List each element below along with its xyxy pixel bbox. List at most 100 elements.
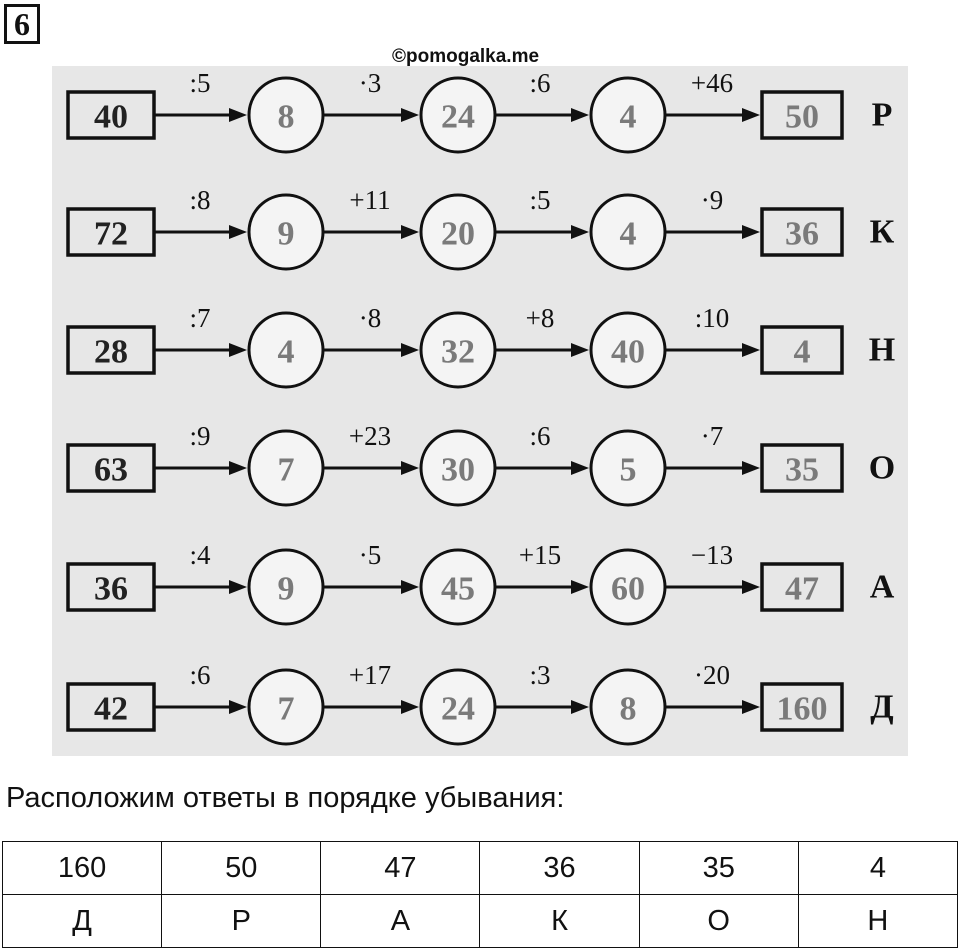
intermediate-value: 60 <box>611 571 645 608</box>
operation-label: ·3 <box>359 68 382 98</box>
arrow-head <box>742 225 760 239</box>
answer-numbers-row: 160 50 47 36 35 4 <box>1 841 959 895</box>
result-value: 160 <box>777 691 828 728</box>
answer-letter-cell: Д <box>1 894 163 948</box>
arrow-head <box>571 108 589 122</box>
result-box <box>760 682 844 732</box>
result-letter: Н <box>869 332 895 369</box>
answer-heading: Расположим ответы в порядке убывания: <box>6 782 565 814</box>
operation-label: +17 <box>349 660 391 690</box>
operation-label: :4 <box>189 540 211 570</box>
arrow-head <box>742 700 760 714</box>
intermediate-value: 4 <box>278 334 295 371</box>
result-box <box>760 443 844 493</box>
intermediate-value: 20 <box>441 216 475 253</box>
arrow-head <box>401 108 419 122</box>
start-number: 40 <box>94 99 128 136</box>
result-box <box>760 562 844 612</box>
answer-letter-cell: А <box>320 894 481 948</box>
arrow-head <box>571 225 589 239</box>
answer-letter-cell: О <box>638 894 799 948</box>
intermediate-value: 40 <box>611 334 645 371</box>
answer-number-cell: 35 <box>638 841 799 895</box>
start-number: 63 <box>94 452 128 489</box>
arrow-head <box>571 580 589 594</box>
answer-number-cell: 36 <box>479 841 640 895</box>
operation-label: :6 <box>529 68 550 98</box>
intermediate-value: 9 <box>278 571 295 608</box>
exercise-image-background <box>52 66 908 756</box>
answer-letter-cell: Р <box>161 894 322 948</box>
operation-label: ·20 <box>694 660 730 690</box>
result-letter: Р <box>872 97 893 134</box>
start-number: 72 <box>94 216 128 253</box>
result-letter: Д <box>870 689 893 726</box>
arrow-head <box>401 225 419 239</box>
operation-label: −13 <box>691 540 733 570</box>
arrow-head <box>742 343 760 357</box>
result-letter: А <box>870 569 895 606</box>
result-value: 36 <box>785 216 819 253</box>
operation-label: :7 <box>189 303 210 333</box>
arrow-head <box>571 700 589 714</box>
arrow-head <box>742 461 760 475</box>
arrow-head <box>742 580 760 594</box>
start-number: 36 <box>94 571 128 608</box>
operation-label: ·7 <box>701 421 724 451</box>
operation-label: +23 <box>349 421 391 451</box>
intermediate-value: 24 <box>441 691 475 728</box>
intermediate-value: 30 <box>441 452 475 489</box>
result-value: 4 <box>794 334 811 371</box>
arrow-head <box>229 461 247 475</box>
start-number: 28 <box>94 334 128 371</box>
answer-number-cell: 47 <box>320 841 481 895</box>
intermediate-value: 7 <box>278 691 295 728</box>
intermediate-value: 32 <box>441 334 475 371</box>
arrow-head <box>401 343 419 357</box>
intermediate-value: 8 <box>278 99 295 136</box>
result-box <box>760 325 844 375</box>
arrow-head <box>571 343 589 357</box>
start-number: 42 <box>94 691 128 728</box>
arrow-head <box>229 108 247 122</box>
task-number-box: 6 <box>4 4 40 44</box>
operation-label: :5 <box>189 68 210 98</box>
arrow-head <box>401 580 419 594</box>
operation-label: +46 <box>691 68 733 98</box>
arrow-head <box>229 580 247 594</box>
operation-label: :9 <box>189 421 210 451</box>
arrow-head <box>571 461 589 475</box>
arrow-head <box>229 700 247 714</box>
operation-label: +11 <box>349 185 390 215</box>
operation-label: ·5 <box>359 540 382 570</box>
arrow-head <box>742 108 760 122</box>
answer-table: 160 50 47 36 35 4 Д Р А К О Н <box>1 841 959 948</box>
answer-number-cell: 160 <box>1 841 163 895</box>
arrow-head <box>229 343 247 357</box>
answer-number-cell: 50 <box>161 841 322 895</box>
result-value: 35 <box>785 452 819 489</box>
intermediate-value: 7 <box>278 452 295 489</box>
result-box <box>760 207 844 257</box>
result-letter: К <box>870 214 895 251</box>
operation-label: :3 <box>529 660 550 690</box>
result-box <box>760 90 844 140</box>
arrow-head <box>401 461 419 475</box>
operation-label: :10 <box>695 303 730 333</box>
intermediate-value: 8 <box>620 691 637 728</box>
operation-label: :8 <box>189 185 210 215</box>
answer-letter-cell: Н <box>797 894 959 948</box>
operation-label: :6 <box>189 660 210 690</box>
answer-letter-cell: К <box>479 894 640 948</box>
arrow-head <box>401 700 419 714</box>
operation-label: +15 <box>519 540 561 570</box>
operation-label: ·9 <box>701 185 724 215</box>
intermediate-value: 5 <box>620 452 637 489</box>
result-letter: О <box>869 450 895 487</box>
watermark: ©pomogalka.me <box>392 46 540 67</box>
answer-number-cell: 4 <box>797 841 959 895</box>
result-value: 47 <box>785 571 819 608</box>
intermediate-value: 45 <box>441 571 475 608</box>
operation-label: :6 <box>529 421 550 451</box>
